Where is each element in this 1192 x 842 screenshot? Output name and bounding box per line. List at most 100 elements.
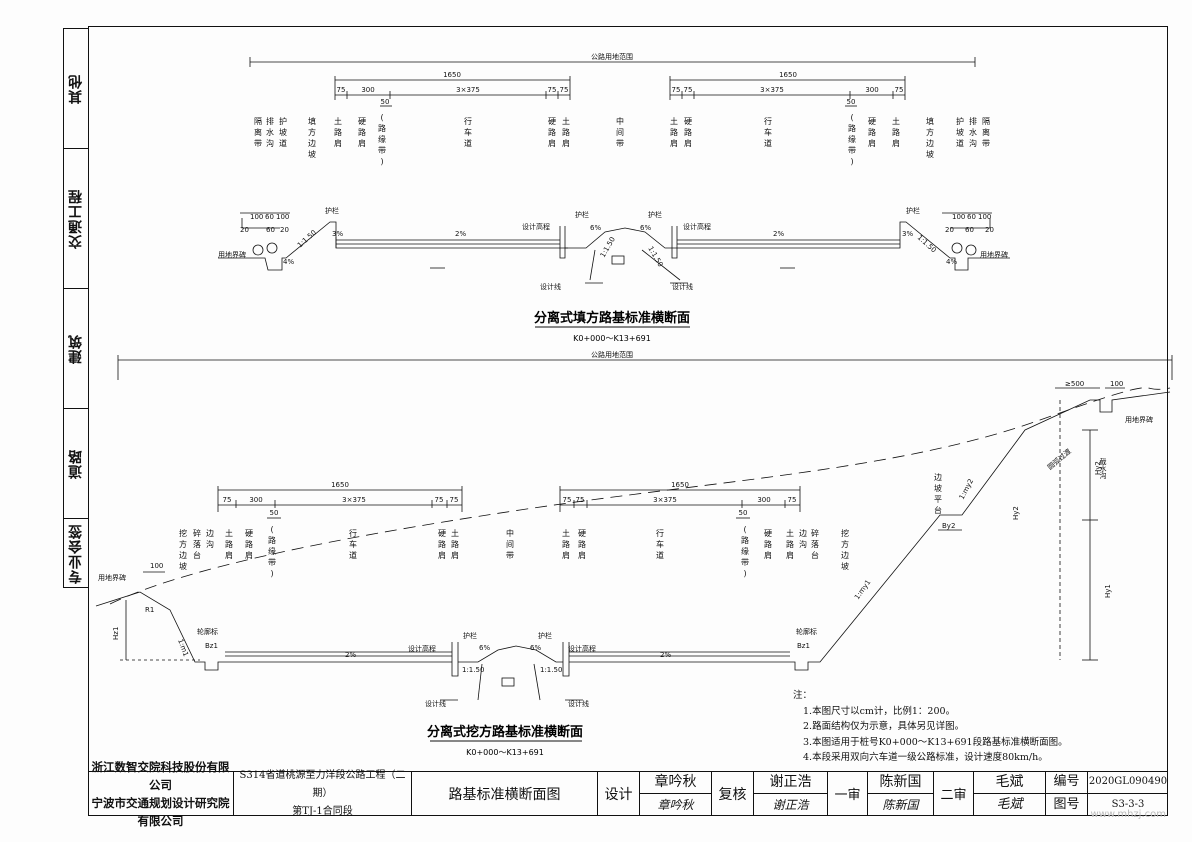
check1-name: 陈新国 [868,771,933,794]
hy2-label-b: Hy2 [1094,461,1102,475]
side-label-road: 道路 [64,409,88,519]
bottom-label-left-2: 边沟 [206,528,214,549]
original-ground-line [109,387,1171,605]
dim-50-a: 50 [381,98,390,106]
drawing-title: 路基标准横断面图 [448,786,561,803]
fig-value: S3-3-3 [1111,799,1145,810]
top-label-left-8: 硬路肩 [548,117,556,148]
dim-100-left: 100 [150,562,163,570]
top-lanes-left: 3×375 [456,86,480,94]
no-fig-values: 2020GL090490 S3-3-3 [1088,771,1168,816]
bottom-right-cut-slope [790,391,1171,671]
top-label-left-5: 硬路肩 [358,117,366,148]
bottom-label-right-2: 行车道 [656,528,664,560]
drawing-title-cell: 路基标准横断面图 [412,771,598,816]
small-dim-4: 20 [240,226,249,234]
bottom-label-right-5: 土路肩 [786,528,794,560]
side-label-building: 建筑 [64,289,88,409]
top-label-left-7: 行车道 [464,116,472,148]
bottom-label-right-7: 碎落台 [811,528,819,560]
bottom-left-cut-slope [95,591,225,671]
bottom-label-left-8: 土路肩 [451,528,459,560]
bdim-75-d: 75 [563,496,572,504]
side-label-other: 其他 [64,29,88,149]
drawing-frame [88,26,1168,816]
slope-6-a: 6% [590,224,601,232]
top-label-right-7: 护坡道 [956,116,964,148]
top-label-right-9: 隔离带 [982,117,990,148]
small-dim-11: 20 [985,226,994,234]
dim-75-b: 75 [548,86,557,94]
slope-3-b: 3% [902,230,913,238]
dim-75-a: 75 [337,86,346,94]
hy1-label: Hy1 [1104,584,1112,598]
design-cell: 章吟秋 章吟秋 [640,771,712,816]
design-elev-label-1: 设计高程 [522,222,550,231]
design-name: 章吟秋 [640,771,711,794]
bz1-label-right: Bz1 [797,642,810,650]
b-slope-2-a: 2% [345,651,356,659]
small-dim-5: 20 [280,226,289,234]
top-label-left-9: 土路肩 [562,116,570,148]
top-label-left-0: 隔离带 [254,117,262,148]
contour-label-left: 轮廓标 [197,627,218,636]
hz1-label: Hz1 [112,627,120,640]
bottom-label-right-3: (路缘带) [741,525,749,578]
bz1-label-left: Bz1 [205,642,218,650]
project-1: S314省道桃源至力洋段公路工程（二期） [239,769,406,799]
slope-6-b: 6% [640,224,651,232]
small-dim-8: 60 [967,213,976,221]
top-label-left-3: 填方边坡 [308,116,316,159]
bottom-label-left-5: (路缘带) [268,525,276,578]
dim-75-c: 75 [560,86,569,94]
top-section-title: 分离式填方路基标准横断面 [534,310,690,326]
bdim-300-b: 300 [757,496,770,504]
ditch-label-text: 截水沟 [1099,457,1107,480]
top-label-right-8: 排水沟 [969,116,977,148]
design-label-cell: 设计 [598,771,640,816]
check1-cell: 陈新国 陈新国 [868,771,934,816]
design-line-label-2: 设计线 [672,282,693,291]
slope-3-a: 3% [332,230,343,238]
dim-300-b: 300 [865,86,878,94]
bottom-label-right-8: 挖方边坡 [841,528,849,571]
bdim-75-f: 75 [788,496,797,504]
note-4: 4.本段采用双向六车道一级公路标准，设计速度80km/h。 [803,752,1048,763]
fig-label: 图号 [1053,797,1080,812]
small-dim-1: 100 [250,213,263,221]
bottom-section-title: 分离式挖方路基标准横断面 [427,724,583,740]
no-value: 2020GL090490 [1088,771,1168,794]
bottom-label-left-3: 土路肩 [225,528,233,560]
no-fig-labels: 编号 图号 [1046,771,1088,816]
b-guardrail-2: 护栏 [538,631,552,640]
land-marker-left-top: 用地界碑 [218,250,246,259]
dim-75-f: 75 [895,86,904,94]
bottom-label-median: 中间带 [506,528,514,560]
top-dim-right: 1650 [779,71,797,79]
bdim-50-b: 50 [739,509,748,517]
top-section-range: K0+000～K13+691 [573,334,651,343]
dim-300-a: 300 [361,86,374,94]
bottom-label-right-6: 边沟 [799,528,807,549]
slope-4-a: 4% [283,258,294,266]
b-design-line-2: 设计线 [568,699,589,708]
company-cell: 浙江数智交院科技股份有限公司 宁波市交通规划设计研究院有限公司 [88,760,234,828]
bottom-lanes-right: 3×375 [653,496,677,504]
check2-cell: 毛斌 毛斌 [974,771,1046,816]
top-right-embankment [672,221,1010,271]
top-label-right-6: 填方边坡 [926,116,934,159]
slope-ratio-b: 1:1.50 [916,234,938,255]
top-label-left-1: 排水沟 [266,116,274,148]
bottom-label-left-1: 碎落台 [193,528,201,560]
review-name: 谢正浩 [754,771,827,794]
top-land-range-label: 公路用地范围 [591,52,633,61]
check2-name: 毛斌 [974,771,1045,794]
check1-label-cell: 一审 [828,771,868,816]
b-design-elev-2: 设计高程 [568,644,596,653]
bdim-300-a: 300 [249,496,262,504]
bottom-label-left-7: 硬路肩 [438,529,446,560]
note-3: 3.本图适用于桩号K0+000～K13+691段路基标准横断面图。 [803,736,1068,748]
top-lanes-right: 3×375 [760,86,784,94]
bottom-dim-left: 1650 [331,481,349,489]
